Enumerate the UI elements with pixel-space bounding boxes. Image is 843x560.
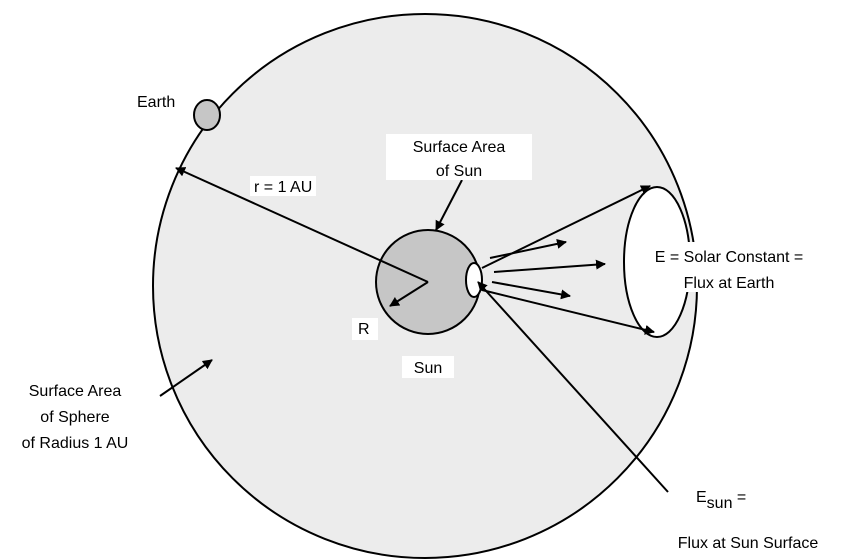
label-r: r = 1 AU [254, 179, 312, 196]
label-esun-eq: = [732, 489, 746, 506]
label-bg-r [250, 176, 316, 196]
ray-bottom-edge [481, 289, 655, 335]
label-esun-main: E [696, 489, 707, 506]
label-esun-sub: sun [707, 495, 733, 512]
ray-1 [489, 238, 567, 259]
earth [193, 99, 221, 131]
label-sun-area-1: Surface Area [413, 139, 506, 156]
label-bg-solar-constant [636, 242, 818, 292]
label-sphere-area-3: of Radius 1 AU [22, 435, 129, 452]
label-sun: Sun [414, 360, 442, 377]
sphere-area-arrow [159, 359, 213, 397]
radius-r-arrow [175, 167, 429, 283]
label-bg-R [352, 318, 378, 340]
label-solar-constant-2: Flux at Earth [684, 275, 775, 292]
label-esun: Esun = [696, 489, 746, 512]
label-sphere-area-2: of Sphere [40, 409, 109, 426]
label-flux-sun-surface: Flux at Sun Surface [678, 535, 819, 552]
label-bg-sphere-area [0, 378, 150, 460]
sun-surface-patch [465, 262, 483, 298]
ray-2 [493, 259, 606, 273]
label-earth: Earth [137, 94, 175, 111]
label-bg-sun-area [386, 134, 532, 180]
label-R: R [358, 321, 370, 338]
label-solar-constant-1: E = Solar Constant = [655, 249, 804, 266]
sun-area-arrow [435, 179, 463, 231]
ray-3 [491, 281, 571, 300]
radius-R-arrow [389, 281, 429, 307]
esun-arrow [477, 281, 669, 493]
label-sun-area-2: of Sun [436, 163, 482, 180]
label-sphere-area-1: Surface Area [29, 383, 122, 400]
label-bg-sun [402, 356, 454, 378]
